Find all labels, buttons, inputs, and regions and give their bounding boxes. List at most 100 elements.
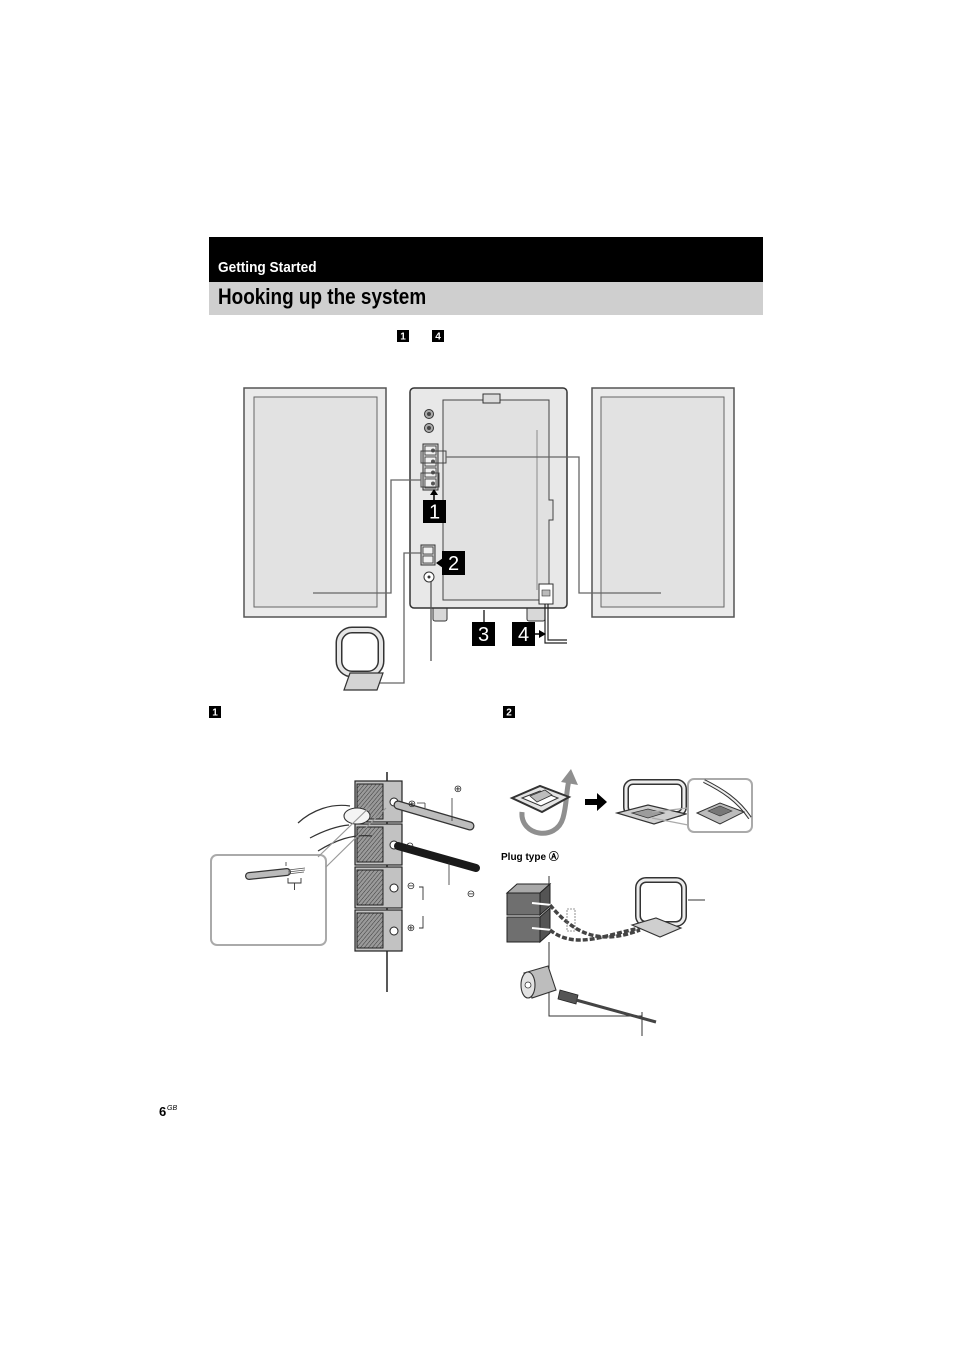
arrowhead-left <box>436 558 443 568</box>
power-cord <box>547 604 567 641</box>
twisted-antenna-wire <box>548 903 641 939</box>
inset-leader <box>317 798 379 858</box>
twisted-antenna-wire <box>548 926 641 942</box>
clip-slot <box>707 805 733 817</box>
terminal-hole <box>431 481 435 486</box>
title-bar: Hooking up the system <box>209 282 763 315</box>
finger-outline <box>309 824 350 839</box>
callout-am-antenna: 2 <box>436 551 465 575</box>
jack-pin <box>427 575 431 579</box>
terminal <box>424 478 437 489</box>
callout-box <box>423 500 446 523</box>
mark-bracket <box>417 802 426 808</box>
callout-speakers: 1 <box>423 489 446 524</box>
step-box <box>432 330 444 342</box>
block-front <box>506 916 541 943</box>
speaker-grille <box>600 396 725 608</box>
right-speaker <box>591 387 735 618</box>
terminal-mark: ⊖ <box>406 841 414 852</box>
intro-step-end-marker: 4 <box>432 330 444 343</box>
step-number: 1 <box>400 332 406 343</box>
callout-box <box>442 551 465 575</box>
callout-box <box>472 622 495 646</box>
dark-speaker-wire <box>394 842 480 872</box>
step-number: 4 <box>435 332 441 343</box>
terminal-lever <box>356 912 384 949</box>
terminal-unit <box>354 866 403 909</box>
callout-box <box>512 622 535 646</box>
speaker-terminal-block <box>420 443 447 491</box>
am-antenna-assembly <box>509 769 753 836</box>
terminal <box>424 456 437 467</box>
terminal-hole <box>389 883 399 893</box>
power-inlet-socket <box>541 589 551 597</box>
antenna-terminal-block <box>505 882 553 944</box>
right-arrow-icon <box>585 793 607 811</box>
callout-power: 4 <box>512 622 546 646</box>
section-header-bar: Getting Started <box>209 237 763 282</box>
terminal-block-body <box>422 443 439 491</box>
terminal <box>422 555 434 564</box>
jack-hole <box>427 412 431 416</box>
wire-plus-mark: ⊕ <box>454 784 462 795</box>
stripped-wire-inset <box>210 854 327 946</box>
callout-number: 1 <box>429 502 440 524</box>
fm-antenna-cable <box>575 998 657 1024</box>
am-antenna-terminal <box>420 544 436 566</box>
wire-end <box>531 927 553 931</box>
terminal-unit <box>354 909 403 952</box>
right-speaker-cord <box>446 456 661 594</box>
finger-outline <box>297 804 351 824</box>
wire-end <box>531 902 553 906</box>
speaker-grille <box>253 396 378 608</box>
terminal-mark: ⊕ <box>407 923 415 934</box>
terminal-unit <box>354 823 403 866</box>
am-loop-antenna <box>335 626 385 691</box>
loop-frame <box>337 628 383 676</box>
callout-number: 2 <box>448 553 459 575</box>
page-number-suffix: GB <box>167 1105 177 1112</box>
section-2-marker: 2 <box>503 706 515 719</box>
plug-socket <box>524 981 532 989</box>
page-number: 6 GB <box>159 1104 177 1119</box>
power-cord <box>544 604 567 644</box>
loop-frame-outline <box>635 877 687 927</box>
terminal-hole <box>389 926 399 936</box>
block-side <box>539 906 551 944</box>
main-hookup-diagram: 1 2 3 4 <box>243 387 735 691</box>
wire-insulation <box>246 869 290 879</box>
inset-leader <box>651 807 689 813</box>
plug-type-a-connection <box>505 876 705 1036</box>
fingertip <box>343 807 371 825</box>
antenna-folded <box>509 769 578 836</box>
section-1-marker: 1 <box>209 706 221 719</box>
page-title: Hooking up the system <box>218 284 427 309</box>
rotate-arrowhead <box>561 769 578 785</box>
loop-segment <box>703 780 751 819</box>
terminal-mark: ⊖ <box>407 881 415 892</box>
step-box <box>397 330 409 342</box>
loop-stand <box>343 672 384 691</box>
loop-frame <box>636 878 686 926</box>
arrowhead-right <box>539 630 546 638</box>
plug-type-label: Plug type Ⓐ <box>501 850 559 863</box>
connector-head <box>557 989 579 1005</box>
callout-number: 4 <box>518 624 529 646</box>
rotate-arrow <box>519 779 572 836</box>
dashed-guide <box>566 908 576 932</box>
left-speaker <box>243 387 387 618</box>
bare-conductor <box>287 867 306 875</box>
inset-frame <box>210 854 327 946</box>
arrowhead-up <box>430 489 438 495</box>
loop-frame-outline <box>335 626 385 678</box>
finger-outline <box>317 835 373 852</box>
stand-detail-inset <box>687 778 753 833</box>
light-speaker-wire <box>394 801 474 830</box>
am-antenna-cord <box>380 552 421 684</box>
section-box <box>503 706 515 718</box>
jack-hole <box>427 426 431 430</box>
callout-number: 3 <box>478 624 489 646</box>
callout-fm-antenna: 3 <box>472 610 495 646</box>
